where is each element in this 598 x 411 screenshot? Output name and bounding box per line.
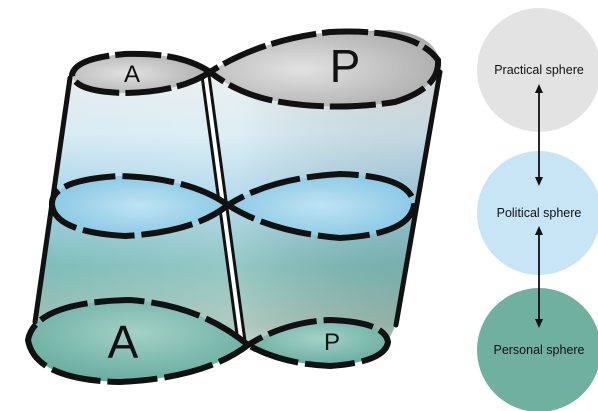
political-sphere-label: Political sphere xyxy=(497,206,582,220)
arrow-practical-political xyxy=(535,84,543,186)
personal-sphere xyxy=(477,288,598,411)
top-figure-eight xyxy=(68,28,442,110)
middle-figure-eight xyxy=(49,170,418,242)
practical-sphere xyxy=(477,8,598,132)
political-sphere xyxy=(477,151,598,275)
bottom-right-letter: P xyxy=(324,329,340,356)
sphere-legend: Practical sphere Political sphere Person… xyxy=(477,8,598,411)
top-left-letter: A xyxy=(124,61,140,88)
bottom-left-letter: A xyxy=(108,316,139,368)
personal-sphere-label: Personal sphere xyxy=(493,343,584,357)
top-right-letter: P xyxy=(330,40,361,92)
arrow-political-personal xyxy=(535,226,543,328)
bottom-figure-eight xyxy=(24,296,392,386)
practical-sphere-label: Practical sphere xyxy=(494,63,584,77)
